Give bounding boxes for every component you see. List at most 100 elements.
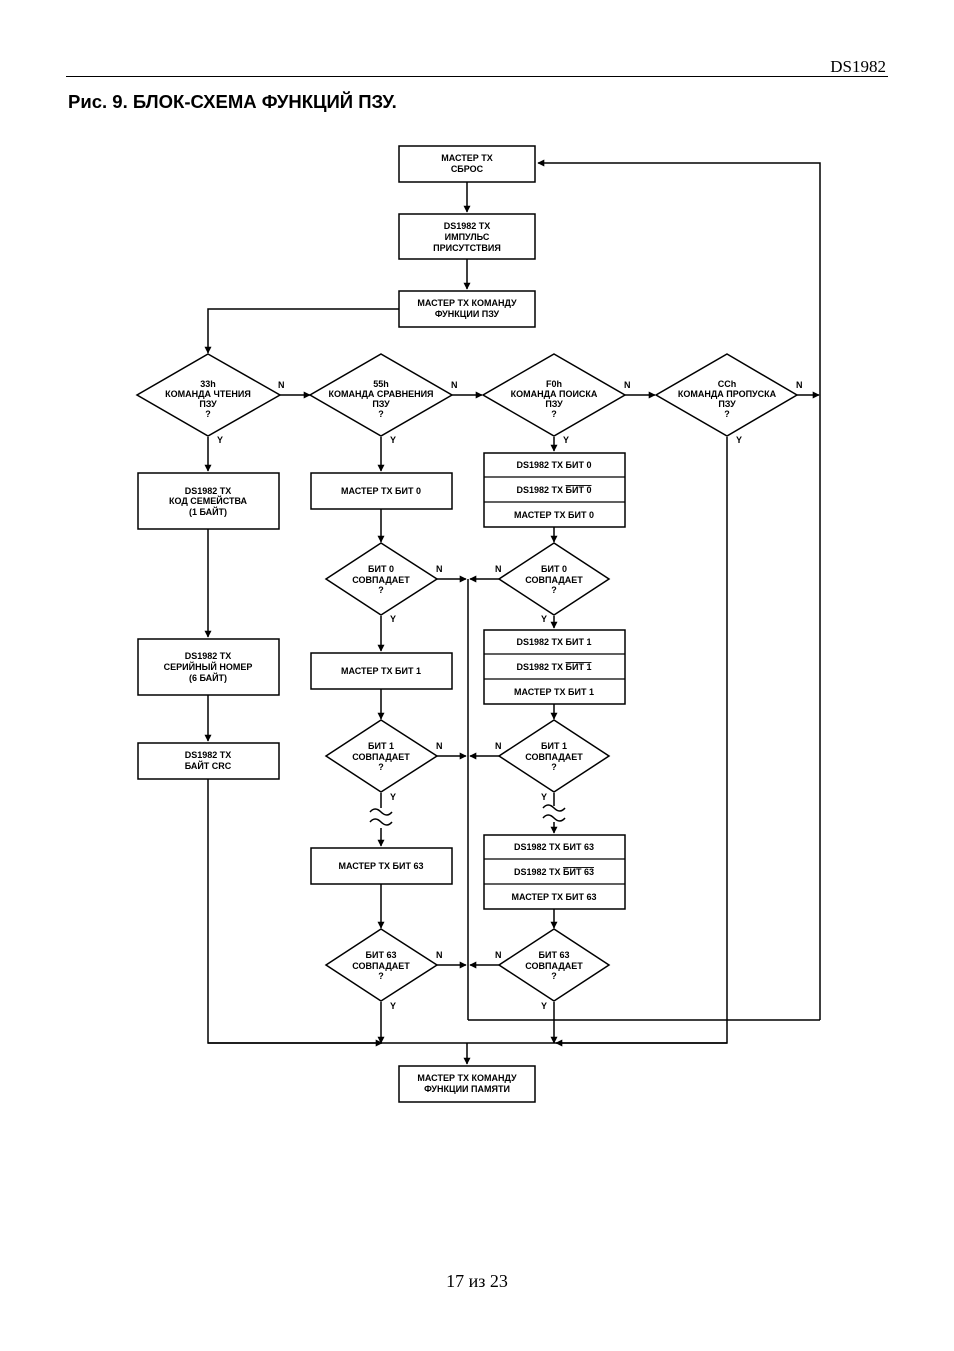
search-cmp0-l3: ? xyxy=(551,585,557,595)
serial-line-3: (6 БАЙТ) xyxy=(189,672,227,683)
arrow-crc-to-join xyxy=(207,779,383,1047)
read-yes-label: Y xyxy=(217,435,223,445)
family-line-1: DS1982 TX xyxy=(185,486,232,496)
read-rom-label: КОМАНДА ЧТЕНИЯ xyxy=(165,389,251,399)
search-cmp63-l1: БИТ 63 xyxy=(539,950,570,960)
crc-line-1: DS1982 TX xyxy=(185,750,232,760)
master-bit1-box: МАСТЕР TX БИТ 1 xyxy=(310,652,453,690)
serial-number-box: DS1982 TX СЕРИЙНЫЙ НОМЕР (6 БАЙТ) xyxy=(137,638,280,696)
search-bit63-comp-bit: БИТ 63 xyxy=(563,867,594,877)
read-rom-code: 33h xyxy=(200,379,216,389)
scmp1-no-label: N xyxy=(495,741,502,751)
search-yes-label: Y xyxy=(563,435,569,445)
crc-byte-box: DS1982 TX БАЙТ CRC xyxy=(137,742,280,780)
search-cmp1-l3: ? xyxy=(551,762,557,772)
match-bit1-l1: БИТ 1 xyxy=(368,741,394,751)
search-bit63-comp-prefix: DS1982 TX xyxy=(514,867,563,877)
search-cmp0-l2: СОВПАДАЕТ xyxy=(525,575,583,585)
master-bit1-label: МАСТЕР TX БИТ 1 xyxy=(341,666,421,676)
skip-rom-code: CCh xyxy=(718,379,737,389)
search-bit63-decision: БИТ 63 СОВПАДАЕТ ? xyxy=(497,928,611,1002)
cmp0-no-label: N xyxy=(436,564,443,574)
master-reset-line-2: СБРОС xyxy=(451,164,484,174)
match-bit63-l2: СОВПАДАЕТ xyxy=(352,961,410,971)
cmp1-yes-label: Y xyxy=(390,792,396,802)
search-bit0-true: DS1982 TX БИТ 0 xyxy=(517,460,592,470)
rom-command-box: МАСТЕР TX КОМАНДУ ФУНКЦИИ ПЗУ xyxy=(398,290,536,328)
scmp1-yes-label: Y xyxy=(541,792,547,802)
scmp0-yes-label: Y xyxy=(541,614,547,624)
return-to-reset-line xyxy=(537,159,821,1020)
search-cmp1-l2: СОВПАДАЕТ xyxy=(525,752,583,762)
read-rom-q: ? xyxy=(205,409,211,419)
arrow-romcmd-to-read xyxy=(204,308,399,354)
search-bit63-true: DS1982 TX БИТ 63 xyxy=(514,842,594,852)
master-reset-line-1: МАСТЕР TX xyxy=(441,153,493,163)
skip-rom-decision: CCh КОМАНДА ПРОПУСКА ПЗУ ? xyxy=(654,353,799,437)
read-no-label: N xyxy=(278,380,285,390)
serial-line-2: СЕРИЙНЫЙ НОМЕР xyxy=(164,661,253,672)
match-rom-label: КОМАНДА СРАВНЕНИЯ xyxy=(328,389,433,399)
match-rom-code: 55h xyxy=(373,379,389,389)
search-rom-decision: F0h КОМАНДА ПОИСКА ПЗУ ? xyxy=(481,353,627,437)
read-rom-sub: ПЗУ xyxy=(199,399,217,409)
family-line-2: КОД СЕМЕЙСТВА xyxy=(169,495,248,506)
crc-line-2: БАЙТ CRC xyxy=(185,760,232,771)
search-bit1-true: DS1982 TX БИТ 1 xyxy=(517,637,592,647)
skip-yes-label: Y xyxy=(736,435,742,445)
cmp1-no-label: N xyxy=(436,741,443,751)
master-bit0-label: МАСТЕР TX БИТ 0 xyxy=(341,486,421,496)
page-number: 17 из 23 xyxy=(446,1271,508,1291)
document-code: DS1982 xyxy=(830,57,886,76)
presence-line-3: ПРИСУТСТВИЯ xyxy=(433,243,501,253)
skip-no-label: N xyxy=(796,380,803,390)
memory-command-line-1: МАСТЕР TX КОМАНДУ xyxy=(417,1073,517,1083)
search-cmp0-l1: БИТ 0 xyxy=(541,564,567,574)
figure-title: Рис. 9. БЛОК-СХЕМА ФУНКЦИЙ ПЗУ. xyxy=(68,91,397,112)
search-cmp63-l3: ? xyxy=(551,971,557,981)
search-rom-code: F0h xyxy=(546,379,562,389)
skip-rom-label: КОМАНДА ПРОПУСКА xyxy=(678,389,777,399)
match-bit0-l3: ? xyxy=(378,585,384,595)
match-no-label: N xyxy=(451,380,458,390)
match-bit1-l2: СОВПАДАЕТ xyxy=(352,752,410,762)
search-bit1-true-prefix: DS1982 TX xyxy=(517,637,566,647)
cmp63-yes-label: Y xyxy=(390,1001,396,1011)
search-bit1-comp-prefix: DS1982 TX xyxy=(517,662,566,672)
break-symbol-match xyxy=(369,808,393,816)
match-rom-sub: ПЗУ xyxy=(372,399,390,409)
search-bit63-stack: DS1982 TX БИТ 63 DS1982 TX БИТ 63 МАСТЕР… xyxy=(483,834,626,910)
search-cmp63-l2: СОВПАДАЕТ xyxy=(525,961,583,971)
search-bit0-stack: DS1982 TX БИТ 0 DS1982 TX БИТ 0 МАСТЕР T… xyxy=(483,452,626,528)
search-bit0-master: МАСТЕР TX БИТ 0 xyxy=(514,510,594,520)
scmp63-no-label: N xyxy=(495,950,502,960)
family-code-box: DS1982 TX КОД СЕМЕЙСТВА (1 БАЙТ) xyxy=(137,472,280,530)
break-symbol-search xyxy=(542,804,566,812)
rom-command-line-2: ФУНКЦИИ ПЗУ xyxy=(435,309,500,319)
memory-command-box: МАСТЕР TX КОМАНДУ ФУНКЦИИ ПАМЯТИ xyxy=(398,1065,536,1103)
presence-line-1: DS1982 TX xyxy=(444,221,491,231)
search-rom-q: ? xyxy=(551,409,557,419)
match-bit1-l3: ? xyxy=(378,762,384,772)
search-bit63-true-prefix: DS1982 TX xyxy=(514,842,563,852)
search-bit63-comp: DS1982 TX БИТ 63 xyxy=(514,867,594,877)
skip-rom-q: ? xyxy=(724,409,730,419)
match-bit0-l2: СОВПАДАЕТ xyxy=(352,575,410,585)
break-symbol-match-2 xyxy=(369,818,393,826)
search-rom-label: КОМАНДА ПОИСКА xyxy=(511,389,598,399)
master-bit63-label: МАСТЕР TX БИТ 63 xyxy=(339,861,424,871)
search-bit1-stack: DS1982 TX БИТ 1 DS1982 TX БИТ 1 МАСТЕР T… xyxy=(483,629,626,705)
search-bit1-master: МАСТЕР TX БИТ 1 xyxy=(514,687,594,697)
memory-command-line-2: ФУНКЦИИ ПАМЯТИ xyxy=(424,1084,510,1094)
rom-command-line-1: МАСТЕР TX КОМАНДУ xyxy=(417,298,517,308)
connectors xyxy=(204,159,821,1065)
presence-pulse-box: DS1982 TX ИМПУЛЬС ПРИСУТСТВИЯ xyxy=(398,213,536,260)
skip-rom-sub: ПЗУ xyxy=(718,399,736,409)
master-bit63-box: МАСТЕР TX БИТ 63 xyxy=(310,847,453,885)
family-line-3: (1 БАЙТ) xyxy=(189,506,227,517)
search-bit0-decision: БИТ 0 СОВПАДАЕТ ? xyxy=(497,542,611,616)
match-rom-decision: 55h КОМАНДА СРАВНЕНИЯ ПЗУ ? xyxy=(308,353,454,437)
search-bit63-master: МАСТЕР TX БИТ 63 xyxy=(512,892,597,902)
search-bit1-comp-bit: БИТ 1 xyxy=(566,662,592,672)
